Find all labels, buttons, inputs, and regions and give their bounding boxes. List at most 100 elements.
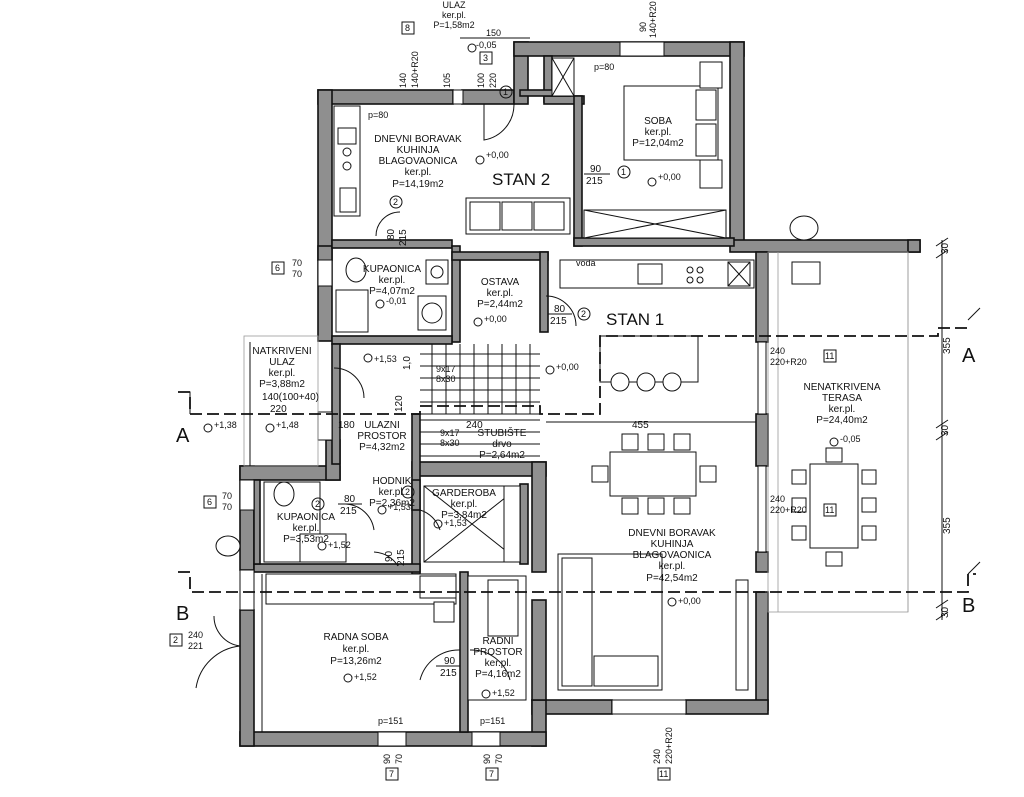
svg-text:30: 30 bbox=[940, 242, 951, 254]
svg-text:-0,05: -0,05 bbox=[840, 434, 861, 444]
svg-text:215: 215 bbox=[550, 316, 567, 327]
svg-text:11: 11 bbox=[825, 505, 834, 515]
svg-text:240: 240 bbox=[770, 494, 785, 504]
svg-text:-0,01: -0,01 bbox=[386, 296, 407, 306]
right-dims: 30 355 30 355 30 bbox=[940, 242, 953, 618]
svg-text:2: 2 bbox=[173, 635, 178, 645]
svg-text:90: 90 bbox=[382, 754, 392, 764]
svg-text:220+R20: 220+R20 bbox=[770, 505, 807, 515]
svg-text:8x30: 8x30 bbox=[440, 438, 460, 448]
svg-text:30: 30 bbox=[940, 606, 951, 618]
svg-text:30: 30 bbox=[940, 424, 951, 436]
svg-text:90: 90 bbox=[384, 550, 395, 562]
stan2-wardrobe bbox=[551, 57, 727, 239]
svg-text:+1,38: +1,38 bbox=[214, 420, 237, 430]
svg-text:105: 105 bbox=[442, 73, 452, 88]
svg-text:+0,00: +0,00 bbox=[678, 596, 701, 606]
section-letters: A A B B bbox=[176, 345, 976, 625]
door-tags: 1 1 2 2 2 2 bbox=[311, 85, 631, 511]
terrace-table bbox=[789, 215, 877, 567]
dimension-chain bbox=[935, 237, 949, 621]
svg-text:+1,52: +1,52 bbox=[354, 672, 377, 682]
svg-text:90: 90 bbox=[590, 164, 602, 175]
svg-text:180: 180 bbox=[338, 420, 355, 431]
windows bbox=[239, 41, 767, 747]
svg-text:140+R20: 140+R20 bbox=[648, 1, 658, 38]
svg-text:215: 215 bbox=[340, 506, 357, 517]
svg-text:2: 2 bbox=[405, 487, 410, 497]
svg-text:voda: voda bbox=[576, 258, 596, 268]
svg-text:8x30: 8x30 bbox=[436, 374, 456, 384]
svg-text:3: 3 bbox=[483, 53, 488, 63]
svg-text:1,0: 1,0 bbox=[402, 356, 413, 370]
bathroom-1 bbox=[215, 481, 347, 563]
svg-text:80: 80 bbox=[386, 228, 397, 240]
stan1-kitchen bbox=[559, 259, 755, 392]
stan1-label: STAN 1 bbox=[606, 310, 664, 329]
wardrobes-lower bbox=[261, 485, 527, 732]
svg-text:+0,00: +0,00 bbox=[484, 314, 507, 324]
svg-text:B: B bbox=[176, 603, 189, 625]
svg-text:A: A bbox=[962, 345, 976, 367]
svg-text:220: 220 bbox=[488, 73, 498, 88]
svg-text:240: 240 bbox=[770, 346, 785, 356]
terrace-grid bbox=[243, 251, 909, 613]
svg-text:+1,53: +1,53 bbox=[374, 354, 397, 364]
svg-text:1: 1 bbox=[621, 167, 626, 177]
svg-text:355: 355 bbox=[942, 517, 953, 534]
stan2-kitchen bbox=[333, 105, 361, 217]
unit-labels: STAN 2 STAN 1 bbox=[492, 170, 664, 329]
svg-text:80: 80 bbox=[554, 304, 566, 315]
svg-text:+1,53: +1,53 bbox=[444, 518, 467, 528]
svg-text:+1,48: +1,48 bbox=[276, 420, 299, 430]
svg-text:70: 70 bbox=[222, 491, 232, 501]
svg-text:70: 70 bbox=[292, 258, 302, 268]
svg-text:11: 11 bbox=[825, 351, 834, 361]
svg-text:215: 215 bbox=[440, 668, 457, 679]
svg-text:+1,52: +1,52 bbox=[328, 540, 351, 550]
svg-text:100: 100 bbox=[476, 73, 486, 88]
bathroom-2 bbox=[335, 257, 449, 333]
svg-text:6: 6 bbox=[275, 263, 280, 273]
svg-text:p=151: p=151 bbox=[378, 716, 403, 726]
svg-text:90: 90 bbox=[482, 754, 492, 764]
stan2-sofa bbox=[465, 197, 571, 235]
svg-text:70: 70 bbox=[394, 754, 404, 764]
svg-text:B: B bbox=[962, 595, 975, 617]
stan1-sofa bbox=[557, 553, 749, 691]
svg-text:7: 7 bbox=[389, 769, 394, 779]
svg-text:70: 70 bbox=[292, 269, 302, 279]
level-markers bbox=[203, 43, 839, 699]
svg-text:221: 221 bbox=[188, 641, 203, 651]
svg-text:90: 90 bbox=[638, 22, 648, 32]
svg-text:140+R20: 140+R20 bbox=[410, 51, 420, 88]
svg-text:p=80: p=80 bbox=[368, 110, 388, 120]
svg-text:70: 70 bbox=[494, 754, 504, 764]
svg-text:215: 215 bbox=[396, 549, 407, 566]
svg-text:p=151: p=151 bbox=[480, 716, 505, 726]
svg-text:240: 240 bbox=[652, 749, 662, 764]
stairs bbox=[420, 344, 540, 457]
stan2-bed bbox=[623, 61, 723, 189]
svg-text:+1,52: +1,52 bbox=[492, 688, 515, 698]
svg-text:140: 140 bbox=[398, 73, 408, 88]
door-swings bbox=[195, 103, 577, 689]
svg-text:1: 1 bbox=[503, 87, 508, 97]
svg-text:+1,53: +1,53 bbox=[388, 502, 411, 512]
svg-text:2: 2 bbox=[393, 197, 398, 207]
svg-text:9x17: 9x17 bbox=[436, 364, 456, 374]
svg-text:215: 215 bbox=[398, 229, 409, 246]
svg-text:6: 6 bbox=[207, 497, 212, 507]
svg-text:215: 215 bbox=[586, 176, 603, 187]
svg-text:70: 70 bbox=[222, 502, 232, 512]
svg-text:+0,00: +0,00 bbox=[556, 362, 579, 372]
svg-text:+0,00: +0,00 bbox=[486, 150, 509, 160]
